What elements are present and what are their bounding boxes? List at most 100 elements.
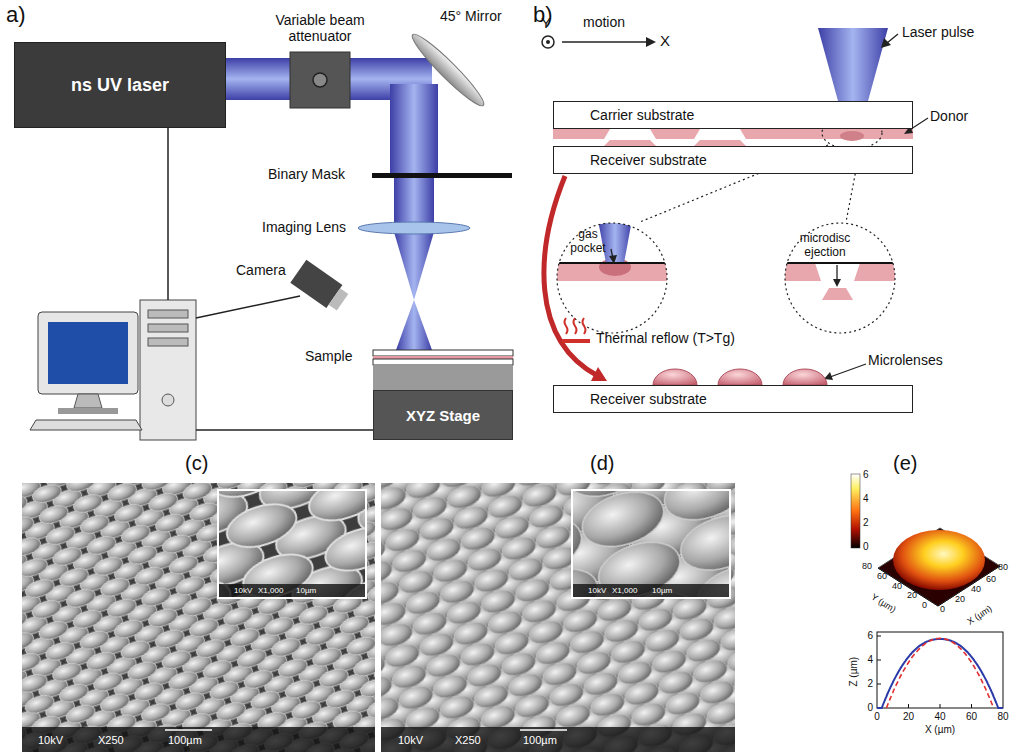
mirror	[407, 29, 489, 111]
color-bar	[851, 474, 860, 548]
tick-label: 6	[851, 630, 873, 642]
heat-icon	[565, 318, 568, 334]
computer	[148, 310, 188, 318]
donor-layer	[553, 129, 610, 139]
part-label: Camera	[236, 262, 286, 278]
laser-pulse	[818, 28, 898, 101]
zoom-ejection	[780, 220, 910, 340]
tick-label: 0	[851, 702, 873, 714]
tick-label: 40	[930, 711, 950, 723]
part-label: 45° Mirror	[440, 8, 502, 24]
sem-image	[572, 490, 730, 598]
axis-label: Y	[541, 14, 551, 31]
substrate-box: Receiver substrate	[553, 146, 913, 174]
zoom-circle	[785, 223, 895, 333]
laser-beam	[394, 232, 434, 300]
step-label: Thermal reflow (T>Tg)	[596, 330, 735, 346]
computer	[140, 300, 196, 440]
camera	[290, 260, 350, 314]
laser-pulse	[818, 28, 888, 101]
sem-info: 100µm	[168, 734, 202, 747]
tick-label: 4	[863, 493, 869, 505]
microlens	[653, 369, 827, 385]
zoom-ejection	[854, 263, 900, 281]
part-label: Microlenses	[868, 352, 943, 368]
camera	[329, 288, 349, 310]
binary-mask	[372, 173, 512, 178]
axis-title: X (µm)	[965, 603, 993, 626]
computer	[30, 300, 196, 440]
process-arrow	[591, 367, 607, 381]
surface-plot	[893, 530, 985, 590]
zoom-circle	[557, 223, 667, 333]
donor-layer	[840, 131, 864, 141]
laser-beam	[390, 84, 438, 174]
motion-symbol	[542, 36, 554, 48]
sem-info: 100µm	[523, 734, 557, 747]
sem-info: 10kV	[234, 586, 252, 595]
control-wire	[168, 128, 373, 430]
laser-pulse	[887, 34, 898, 43]
computer	[48, 322, 128, 384]
microlens	[783, 369, 827, 385]
panel-letter: a)	[6, 2, 26, 27]
zoom-ejection	[822, 288, 853, 300]
leader-line	[830, 364, 866, 377]
laser-beam	[394, 178, 434, 224]
sem-info: 10µm	[296, 586, 316, 595]
computer	[30, 420, 142, 430]
sem-image	[165, 729, 212, 731]
sem-info: 10µm	[652, 586, 672, 595]
part-label: Laser pulse	[902, 24, 974, 40]
sem-image	[381, 483, 735, 752]
sample	[373, 359, 513, 365]
part-label: Sample	[305, 348, 352, 364]
motion-symbol	[646, 37, 656, 47]
computer	[162, 394, 174, 406]
color-bar	[851, 474, 860, 548]
laser-beam	[396, 300, 432, 350]
zoom-ejection	[833, 279, 841, 287]
heat-icon	[562, 318, 590, 343]
axis-label: motion	[583, 14, 625, 30]
surface-plot	[878, 528, 1000, 606]
tick-label: 80	[993, 711, 1013, 723]
sem-info: X1,000	[612, 586, 637, 595]
sem-image	[573, 584, 729, 597]
part-label: Imaging Lens	[262, 219, 346, 235]
binary-mask	[372, 173, 512, 178]
sem-image	[219, 584, 365, 597]
profile-plot	[877, 639, 1003, 708]
attenuator	[313, 73, 327, 87]
zoom-ejection	[780, 263, 821, 281]
axis-title: Z (µm)	[848, 648, 860, 696]
tick-label: 80	[998, 562, 1008, 572]
motion-symbol	[546, 40, 550, 44]
zoom-gas-pocket	[550, 262, 680, 264]
substrate-box: Carrier substrate	[553, 101, 913, 129]
attenuator	[290, 52, 350, 108]
panel-letter: (e)	[893, 452, 917, 475]
profile-plot	[971, 704, 972, 708]
profile-plot	[877, 632, 1003, 708]
tick-label: 0	[867, 711, 887, 723]
profile-plot	[877, 632, 1003, 708]
sem-info: X1,000	[258, 586, 283, 595]
gas-pocket-arrow	[609, 249, 617, 264]
sem-image	[218, 490, 366, 598]
sem-image	[22, 483, 735, 752]
donor-layer	[740, 129, 913, 139]
profile-plot	[877, 660, 881, 661]
profile-plot	[940, 704, 941, 708]
heat-icon	[574, 318, 577, 334]
attenuator	[290, 52, 350, 108]
part-label: Donor	[930, 108, 968, 124]
tick-label: 40	[892, 581, 902, 591]
computer	[38, 312, 138, 394]
sem-info: 10kV	[588, 586, 606, 595]
imaging-lens	[358, 222, 470, 234]
control-wire	[196, 296, 300, 318]
tick-label: 0	[940, 604, 945, 614]
profile-plot	[877, 636, 881, 637]
sem-info: X250	[98, 734, 124, 747]
